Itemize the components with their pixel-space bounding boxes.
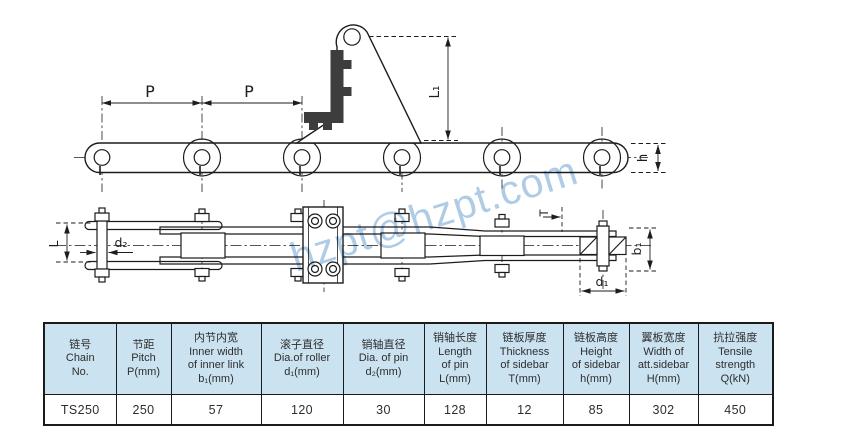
dimension-pin-length — [56, 222, 92, 263]
spec-value-6: 12 — [485, 394, 564, 426]
sectioned-roller — [579, 220, 627, 272]
spec-value-7: 85 — [562, 394, 630, 426]
spec-value-2: 57 — [170, 394, 262, 426]
pins-side — [93, 149, 611, 175]
roller-diameter-label: d₁ — [596, 274, 609, 289]
attachment-height-label: L₁ — [427, 86, 443, 99]
attachment-hole — [343, 28, 361, 46]
pin-diameter-label: d₂ — [115, 235, 128, 250]
spec-value-1: 250 — [115, 394, 172, 426]
spec-value-4: 30 — [342, 394, 425, 426]
attachment-plate-plan — [302, 206, 344, 284]
spec-value-9: 450 — [697, 394, 774, 426]
sidebar-thickness-label: T — [537, 209, 551, 218]
spec-value-5: 128 — [423, 394, 487, 426]
pin-length-label: L — [46, 240, 61, 247]
spec-value-8: 302 — [628, 394, 699, 426]
sidebar-height-label: h — [635, 154, 651, 163]
pitch-label-right: P — [244, 82, 254, 101]
pins-plan — [94, 207, 510, 283]
chain-technical-drawing: P P L₁ h — [46, 24, 667, 296]
dimension-sidebar-height — [631, 143, 667, 173]
dimension-inner-width — [629, 227, 659, 272]
outer-link-plates — [84, 220, 223, 271]
inner-width-label: b₁ — [629, 243, 644, 256]
attachment-plate-side — [294, 24, 423, 144]
rollers-plan — [180, 232, 525, 259]
pitch-label-left: P — [145, 82, 155, 101]
chain-plan-view — [55, 200, 652, 292]
l-bracket — [304, 50, 352, 130]
chain-side-view — [74, 24, 648, 192]
spec-value-3: 120 — [260, 394, 344, 426]
dimension-sidebar-thickness — [543, 207, 563, 232]
plate-bolts — [307, 213, 341, 277]
dimension-attachment-height — [369, 36, 458, 141]
spec-value-0: TS250 — [43, 394, 117, 426]
dimension-roller-diameter — [579, 258, 627, 296]
